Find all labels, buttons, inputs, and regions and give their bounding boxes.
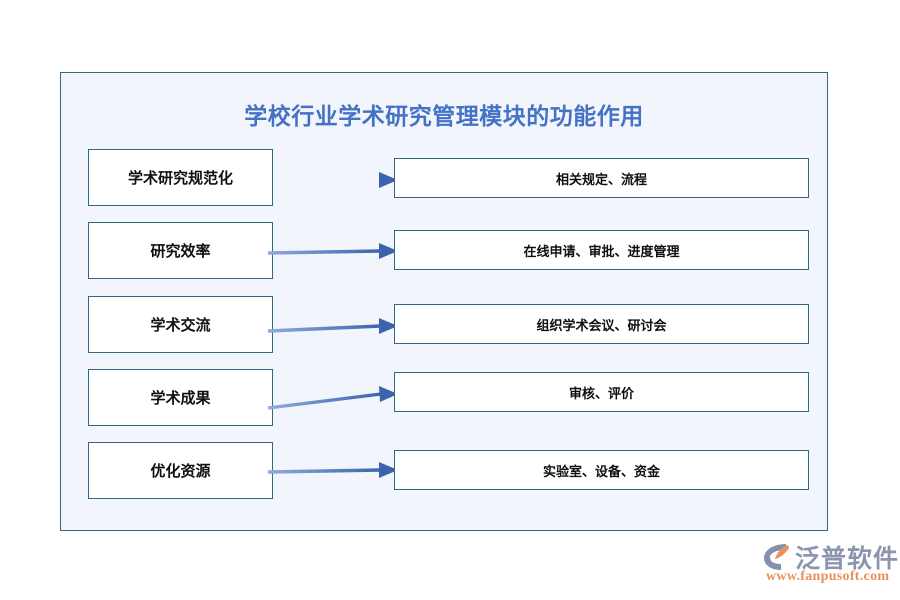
flow-row: 优化资源 实验室、设备、资金	[61, 442, 827, 499]
flow-row: 研究效率 在线申请、审批、进度管理	[61, 222, 827, 279]
brand-name: 泛普软件	[795, 545, 900, 573]
fanpu-logo-mark-icon	[762, 542, 796, 572]
right-arrow-icon	[267, 296, 402, 353]
brand-url: www.fanpusoft.com	[766, 569, 890, 584]
brand-logo: 泛普软件 www.fanpusoft.com	[762, 540, 898, 590]
effect-box: 审核、评价	[394, 372, 809, 412]
right-arrow-icon	[267, 149, 402, 206]
cause-box: 学术研究规范化	[88, 149, 273, 206]
cause-box: 研究效率	[88, 222, 273, 279]
flow-row: 学术成果 审核、评价	[61, 369, 827, 426]
effect-box: 组织学术会议、研讨会	[394, 304, 809, 344]
cause-box: 学术交流	[88, 296, 273, 353]
diagram-title: 学校行业学术研究管理模块的功能作用	[244, 103, 644, 129]
flow-row: 学术研究规范化 相关规定、流程	[61, 149, 827, 206]
right-arrow-icon	[267, 369, 402, 426]
diagram-panel: 学校行业学术研究管理模块的功能作用 学术研究规范化 相关规定、流程 研究效率	[60, 72, 828, 531]
cause-box: 优化资源	[88, 442, 273, 499]
effect-box: 在线申请、审批、进度管理	[394, 230, 809, 270]
right-arrow-icon	[267, 222, 402, 279]
effect-box: 相关规定、流程	[394, 158, 809, 198]
flow-row: 学术交流 组织学术会议、研讨会	[61, 296, 827, 353]
cause-box: 学术成果	[88, 369, 273, 426]
right-arrow-icon	[267, 442, 402, 499]
effect-box: 实验室、设备、资金	[394, 450, 809, 490]
